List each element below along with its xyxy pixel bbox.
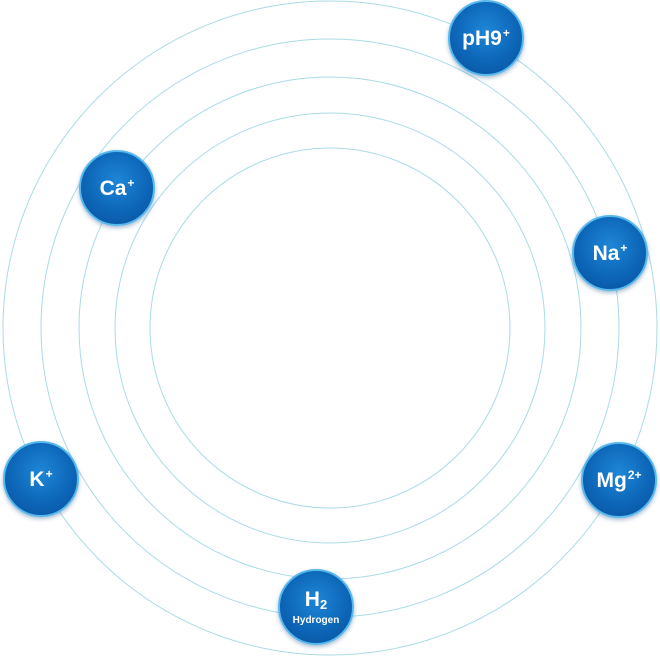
bubble-sodium: Na+ xyxy=(572,215,648,291)
bubble-symbol: Mg2+ xyxy=(596,468,642,492)
bubble-hydrogen: H2 Hydrogen xyxy=(278,569,354,645)
bubble-symbol: Na+ xyxy=(592,241,628,265)
orbit-ring xyxy=(78,76,582,580)
bubble-symbol: pH9+ xyxy=(462,26,510,50)
bubble-symbol: H2 xyxy=(304,587,328,612)
bubble-ph9: pH9+ xyxy=(448,0,524,76)
bubble-symbol: K+ xyxy=(29,467,53,491)
orbit-ring xyxy=(40,38,620,618)
bubble-label: Hydrogen xyxy=(292,614,340,626)
orbit-ring xyxy=(114,112,546,544)
bubble-potassium: K+ xyxy=(3,441,79,517)
bubble-calcium: Ca+ xyxy=(79,150,155,226)
bubble-magnesium: Mg2+ xyxy=(581,442,657,518)
bubble-symbol: Ca+ xyxy=(99,176,135,200)
orbit-ring xyxy=(149,147,511,509)
